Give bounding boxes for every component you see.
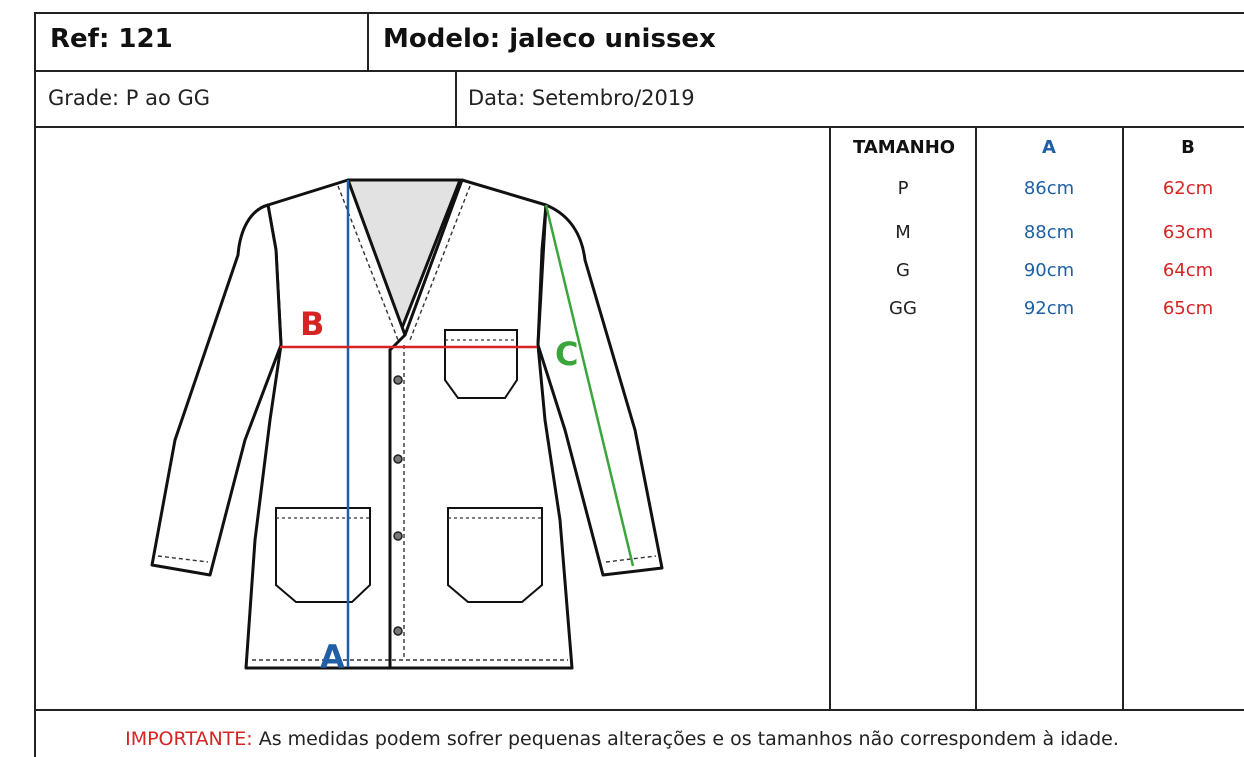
measure-b-cell: 65cm bbox=[1162, 298, 1214, 319]
table-header-a: A bbox=[1042, 137, 1056, 158]
size-cell: GG bbox=[889, 298, 917, 319]
measure-b-cell: 62cm bbox=[1162, 178, 1214, 199]
size-cell: M bbox=[895, 222, 911, 243]
measure-b-cell: 63cm bbox=[1162, 222, 1214, 243]
row-divider-2 bbox=[34, 126, 1244, 128]
header-divider-2 bbox=[455, 70, 457, 127]
table-header-tamanho: TAMANHO bbox=[853, 137, 956, 158]
jacket-diagram: A B C bbox=[150, 178, 664, 676]
table-divider-3 bbox=[1122, 126, 1124, 710]
important-note: IMPORTANTE: As medidas podem sofrer pequ… bbox=[0, 728, 1244, 750]
right-pocket bbox=[447, 507, 543, 603]
label-b: B bbox=[300, 305, 324, 343]
important-label: IMPORTANTE: bbox=[125, 728, 253, 750]
measure-a-cell: 86cm bbox=[1023, 178, 1075, 199]
table-divider-2 bbox=[975, 126, 977, 710]
label-c: C bbox=[555, 335, 578, 373]
table-header-b: B bbox=[1181, 137, 1195, 158]
header-divider-1 bbox=[367, 12, 369, 71]
measure-b-cell: 64cm bbox=[1162, 260, 1214, 281]
left-pocket bbox=[275, 507, 371, 603]
measure-a-cell: 92cm bbox=[1023, 298, 1075, 319]
table-divider-1 bbox=[829, 126, 831, 710]
ref-label: Ref: 121 bbox=[50, 24, 173, 54]
measure-line-c bbox=[544, 204, 635, 567]
frame-top-border bbox=[34, 12, 1244, 14]
left-sleeve bbox=[150, 203, 283, 577]
label-a: A bbox=[320, 638, 345, 676]
size-cell: P bbox=[897, 178, 909, 199]
size-cell: G bbox=[896, 260, 910, 281]
important-text: As medidas podem sofrer pequenas alteraç… bbox=[252, 728, 1119, 750]
row-divider-1 bbox=[34, 70, 1244, 72]
grade-label: Grade: P ao GG bbox=[48, 86, 211, 110]
row-divider-3 bbox=[34, 709, 1244, 711]
frame-left-border bbox=[34, 12, 36, 757]
measure-a-cell: 90cm bbox=[1023, 260, 1075, 281]
data-label: Data: Setembro/2019 bbox=[468, 86, 695, 110]
measure-a-cell: 88cm bbox=[1023, 222, 1075, 243]
modelo-label: Modelo: jaleco unissex bbox=[383, 24, 716, 54]
